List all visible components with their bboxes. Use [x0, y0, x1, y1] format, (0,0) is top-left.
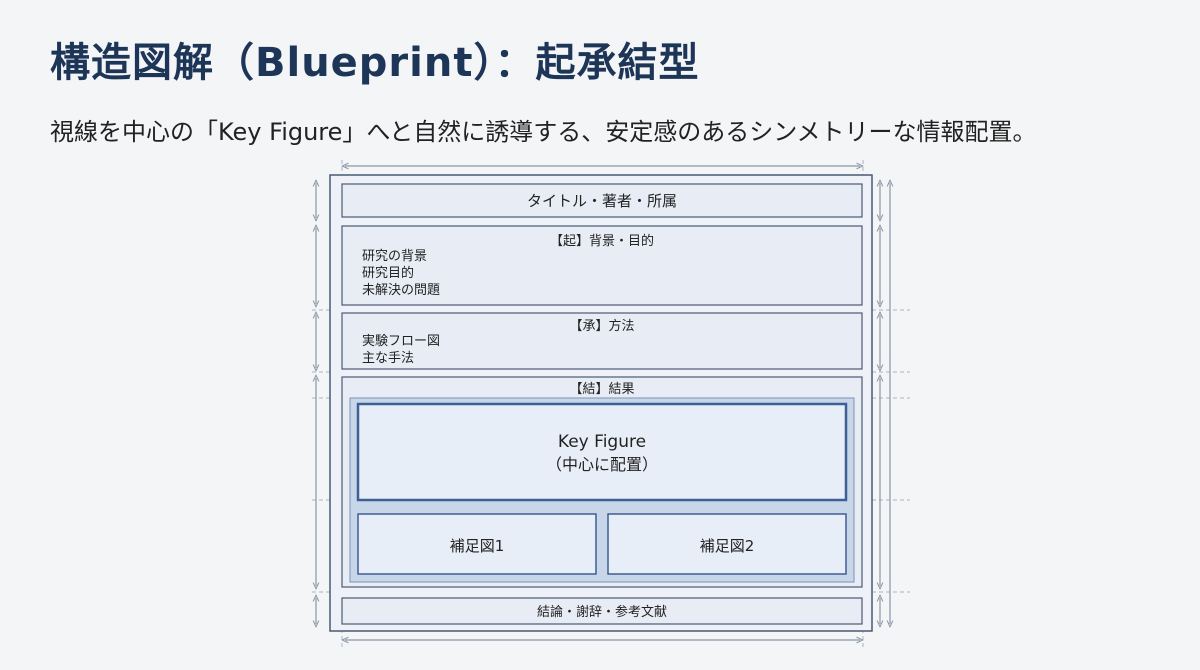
intro-item: 未解決の問題: [362, 283, 440, 298]
method-heading: 【承】方法: [569, 318, 634, 334]
results-heading: 【結】結果: [569, 382, 634, 397]
sub-figure-1-box: [357, 513, 597, 575]
footer-block-label: 結論・謝辞・参考文献: [537, 604, 667, 620]
slide-subtitle: 視線を中心の「Key Figure」へと自然に誘導する、安定感のあるシンメトリー…: [50, 118, 1037, 146]
sub-figure-1-label: 補足図1: [450, 537, 505, 555]
key-figure-box: [356, 402, 848, 502]
key-figure-note: （中心に配置）: [546, 455, 658, 474]
intro-block: [341, 225, 863, 306]
slide-title: 構造図解（Blueprint）：起承結型: [50, 40, 700, 86]
sub-figure-2-box: [607, 513, 847, 575]
method-item: 主な手法: [362, 351, 414, 366]
method-block: [341, 312, 863, 370]
intro-item: 研究目的: [362, 265, 414, 281]
intro-item: 研究の背景: [362, 249, 427, 264]
intro-heading: 【起】背景・目的: [550, 233, 654, 249]
method-item: 実験フロー図: [362, 333, 440, 349]
key-figure-label: Key Figure: [558, 432, 646, 452]
title-block: [341, 183, 863, 218]
dimension-arrows: [316, 166, 890, 640]
sub-figure-2-label: 補足図2: [700, 537, 755, 555]
footer-block: [341, 597, 863, 625]
title-block-label: タイトル・著者・所属: [527, 192, 677, 210]
